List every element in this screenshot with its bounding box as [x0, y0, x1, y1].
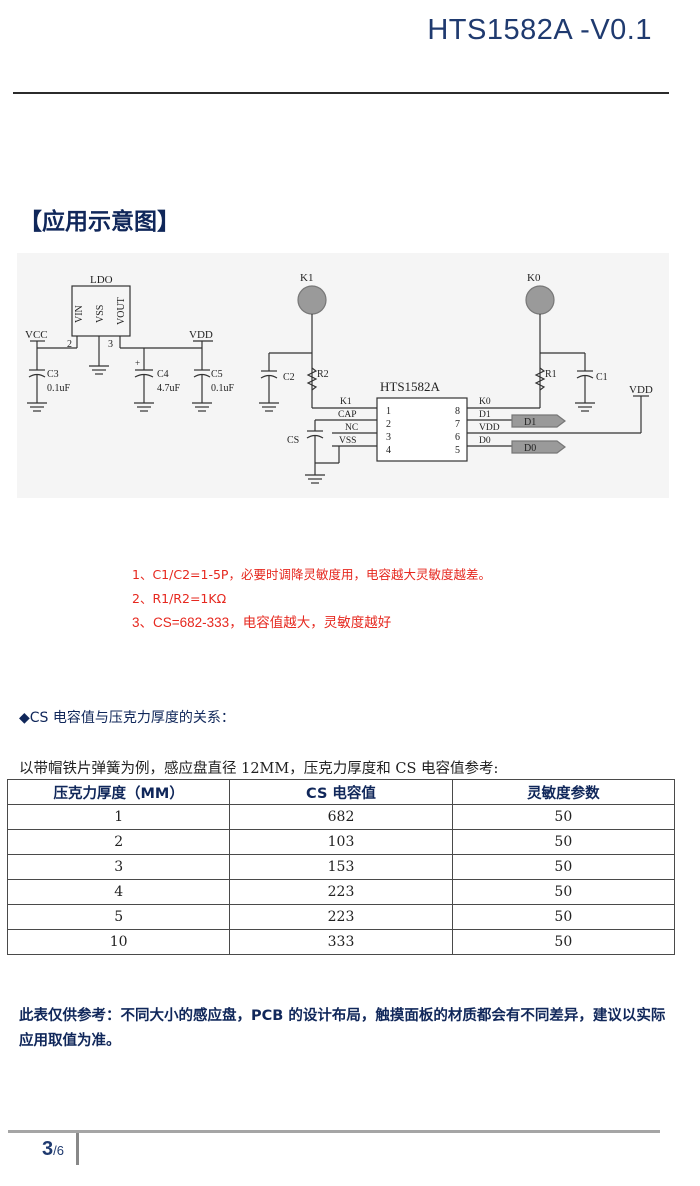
cell-cs: 682 [229, 804, 453, 830]
document-title: HTS1582A -V0.1 [427, 14, 652, 46]
cell-thickness: 10 [6, 929, 231, 955]
c3-label: C3 [47, 369, 59, 380]
table-row: 10 333 50 [6, 929, 676, 955]
d0-tag-label: D0 [524, 443, 536, 454]
c4-value: 4.7uF [157, 383, 181, 394]
section-title: 【应用示意图】 [19, 209, 180, 235]
cell-cs: 103 [229, 829, 453, 855]
table-row: 2 103 50 [6, 829, 676, 855]
ldo-pin-vin: VIN [74, 305, 85, 323]
page-number: 3/6 [42, 1138, 64, 1161]
cell-cs: 223 [229, 879, 453, 905]
vdd-right-label: VDD [629, 384, 653, 396]
cell-thickness: 5 [6, 904, 231, 930]
ldo-pin-3: 3 [108, 339, 113, 350]
note-1: 1、C1/C2=1-5P，必要时调降灵敏度用，电容越大灵敏度越差。 [132, 567, 491, 582]
c5-label: C5 [211, 369, 223, 380]
c5-value: 0.1uF [211, 383, 235, 394]
chip-name: HTS1582A [380, 379, 441, 394]
pin-d0: D0 [479, 436, 491, 446]
svg-text:1: 1 [386, 406, 391, 417]
c2-label: C2 [283, 372, 295, 383]
ldo-block [71, 285, 131, 337]
note-2: 2、R1/R2=1KΩ [132, 591, 227, 606]
r2-label: R2 [317, 369, 329, 380]
cell-sensitivity: 50 [451, 929, 676, 955]
application-schematic: LDO VIN VSS VOUT 2 3 VCC VDD C3 0.1uF + … [17, 253, 669, 498]
cell-thickness: 2 [6, 829, 231, 855]
cell-sensitivity: 50 [451, 829, 676, 855]
d1-tag-label: D1 [524, 417, 536, 428]
table-row: 3 153 50 [6, 854, 676, 880]
table-row: 5 223 50 [6, 904, 676, 930]
r1-label: R1 [545, 369, 557, 380]
footer-separator [76, 1133, 79, 1165]
touch-pad-k0 [525, 285, 555, 315]
reference-footnote: 此表仅供参考：不同大小的感应盘，PCB 的设计布局，触摸面板的材质都会有不同差异… [19, 1008, 666, 1049]
col-header-sensitivity: 灵敏度参数 [451, 779, 676, 805]
pin-d1: D1 [479, 410, 491, 420]
ldo-pin-2: 2 [67, 339, 72, 350]
note-3: 3、CS=682-333，电容值越大，灵敏度越好 [132, 615, 392, 630]
cell-sensitivity: 50 [451, 854, 676, 880]
svg-text:4: 4 [386, 445, 391, 456]
cell-thickness: 4 [6, 879, 231, 905]
cell-sensitivity: 50 [451, 804, 676, 830]
svg-text:5: 5 [455, 445, 460, 456]
cell-sensitivity: 50 [451, 904, 676, 930]
table-header-row: 压克力厚度（MM） CS 电容值 灵敏度参数 [6, 779, 676, 805]
cell-thickness: 1 [6, 804, 231, 830]
svg-text:8: 8 [455, 406, 460, 417]
pin-vss: VSS [339, 436, 356, 446]
k1-label: K1 [300, 272, 313, 284]
svg-text:3: 3 [386, 432, 391, 443]
touch-pad-k1 [297, 285, 327, 315]
cell-cs: 333 [229, 929, 453, 955]
c3-value: 0.1uF [47, 383, 71, 394]
relation-title: ◆CS 电容值与压克力厚度的关系： [19, 710, 235, 726]
footer-divider [8, 1130, 660, 1133]
col-header-cs: CS 电容值 [229, 779, 453, 805]
ldo-label: LDO [90, 274, 113, 286]
header-divider [13, 92, 669, 94]
pin-nc: NC [345, 423, 358, 433]
pin-k0: K0 [479, 397, 491, 407]
vdd-left-label: VDD [189, 329, 213, 341]
chip-hts1582a [376, 397, 468, 462]
ground-symbol [27, 402, 212, 412]
k0-label: K0 [527, 272, 541, 284]
c4-label: C4 [157, 369, 169, 380]
ldo-pin-vss: VSS [95, 305, 106, 323]
cell-cs: 223 [229, 904, 453, 930]
page-total: /6 [53, 1143, 64, 1158]
relation-intro: 以带帽铁片弹簧为例，感应盘直径 12MM，压克力厚度和 CS 电容值参考: [19, 761, 499, 777]
ldo-pin-vout: VOUT [116, 297, 127, 325]
pin-k1: K1 [340, 397, 352, 407]
d1-output-tag [511, 414, 566, 428]
page-current: 3 [42, 1138, 54, 1160]
c1-label: C1 [596, 372, 608, 383]
svg-text:+: + [135, 358, 140, 368]
pin-cap: CAP [338, 410, 356, 420]
cell-cs: 153 [229, 854, 453, 880]
table-row: 1 682 50 [6, 804, 676, 830]
design-notes: 1、C1/C2=1-5P，必要时调降灵敏度用，电容越大灵敏度越差。 2、R1/R… [132, 563, 491, 635]
d0-output-tag [511, 440, 566, 454]
pin-vdd: VDD [479, 423, 500, 433]
cs-label: CS [287, 435, 299, 446]
svg-text:6: 6 [455, 432, 460, 443]
svg-text:7: 7 [455, 419, 460, 430]
cell-thickness: 3 [6, 854, 231, 880]
cs-thickness-table: 压克力厚度（MM） CS 电容值 灵敏度参数 1 682 50 2 103 50… [6, 779, 676, 955]
svg-text:2: 2 [386, 419, 391, 430]
cell-sensitivity: 50 [451, 879, 676, 905]
table-row: 4 223 50 [6, 879, 676, 905]
col-header-thickness: 压克力厚度（MM） [6, 779, 231, 805]
vcc-label: VCC [25, 329, 48, 341]
